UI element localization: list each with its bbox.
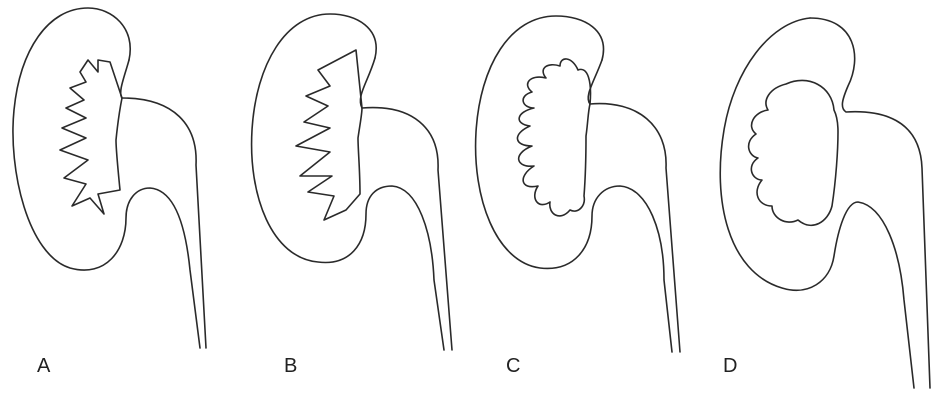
panel-label-d: D: [723, 356, 737, 376]
kidney-b-calyces: [296, 50, 362, 220]
kidney-c-calyces: [517, 59, 590, 216]
kidney-b-hilum-top: [360, 58, 375, 108]
kidney-a: [13, 8, 206, 348]
kidney-d-outline: [720, 18, 914, 388]
kidney-a-calyces: [60, 60, 122, 214]
kidney-a-hilum-top: [121, 60, 129, 98]
panel-label-a: A: [37, 356, 50, 376]
panel-label-b: B: [284, 356, 297, 376]
kidney-c-outline: [476, 16, 672, 352]
kidney-a-outline: [13, 8, 200, 348]
kidney-d-top-outline: [810, 18, 930, 388]
kidney-c: [476, 16, 680, 352]
kidney-b: [252, 14, 452, 350]
panel-label-c: C: [506, 356, 520, 376]
kidney-d: [720, 18, 930, 388]
kidney-c-ureter-inner: [590, 104, 680, 352]
kidney-a-ureter-inner: [122, 98, 206, 348]
kidney-d-pelvis-sac: [749, 80, 838, 225]
kidney-b-outline: [252, 14, 444, 350]
